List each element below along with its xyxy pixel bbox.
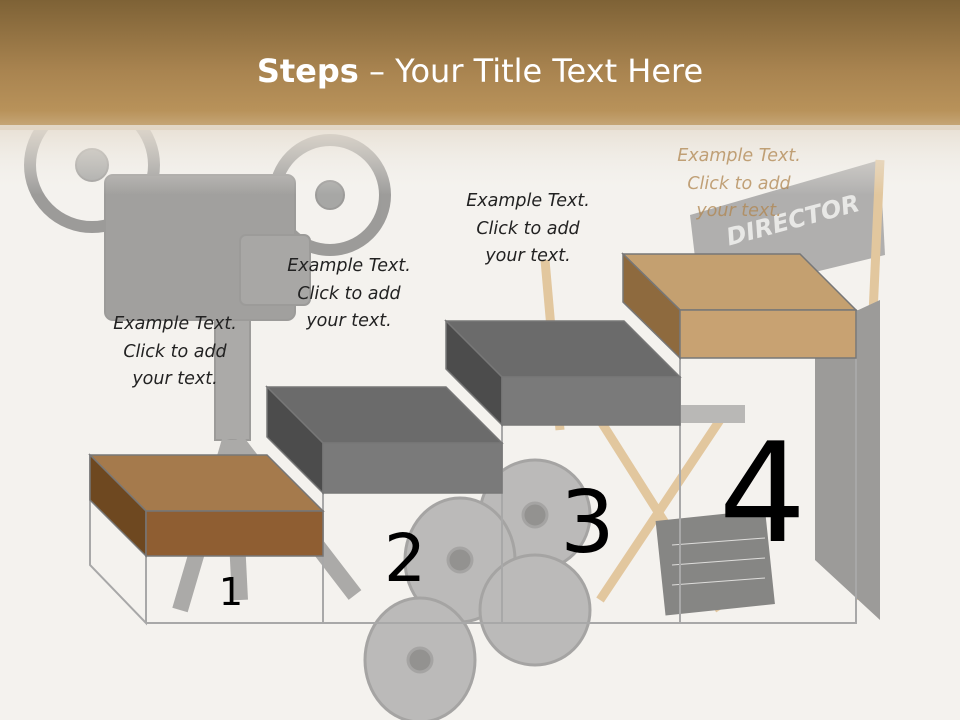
step-text-4[interactable]: Example Text. Click to add your text. <box>639 143 839 226</box>
step-1-line-1: Example Text. <box>113 314 237 334</box>
film-reel-icon <box>363 458 592 720</box>
header-fade <box>0 125 960 195</box>
step-block-2[interactable] <box>265 385 504 495</box>
clapperboard-icon <box>655 509 775 616</box>
step-text-1[interactable]: Example Text. Click to add your text. <box>75 311 275 394</box>
step-4-front <box>679 309 857 359</box>
step-3-line-2: Click to add <box>476 218 580 239</box>
step-2-line-3: your text. <box>306 311 392 331</box>
step-block-4[interactable] <box>621 252 858 360</box>
step-text-3[interactable]: Example Text. Click to add your text. <box>428 188 628 271</box>
slide-title[interactable]: Steps – Your Title Text Here <box>0 52 960 90</box>
step-4-line-3: your text. <box>696 201 782 221</box>
step-2-line-2: Click to add <box>297 283 401 304</box>
step-4-line-2: Click to add <box>687 173 791 194</box>
step-number-2: 2 <box>384 520 426 597</box>
step-4-line-1: Example Text. <box>677 146 801 166</box>
step-number-1: 1 <box>218 570 244 614</box>
header-band <box>0 0 960 130</box>
step-block-3[interactable] <box>444 319 682 427</box>
megaphone-icon <box>815 300 880 620</box>
step-3-line-1: Example Text. <box>466 191 590 211</box>
title-bold: Steps <box>256 52 359 90</box>
step-number-4: 4 <box>718 413 807 574</box>
step-1-line-2: Click to add <box>123 341 227 362</box>
step-block-1[interactable] <box>88 453 325 558</box>
step-2-line-1: Example Text. <box>287 256 411 276</box>
step-3-front <box>501 376 681 426</box>
title-rest: – Your Title Text Here <box>358 52 704 90</box>
step-1-front <box>145 510 324 557</box>
step-3-line-3: your text. <box>485 246 571 266</box>
step-number-3: 3 <box>560 473 615 573</box>
step-text-2[interactable]: Example Text. Click to add your text. <box>249 253 449 336</box>
step-2-front <box>322 442 503 494</box>
step-1-line-3: your text. <box>132 369 218 389</box>
